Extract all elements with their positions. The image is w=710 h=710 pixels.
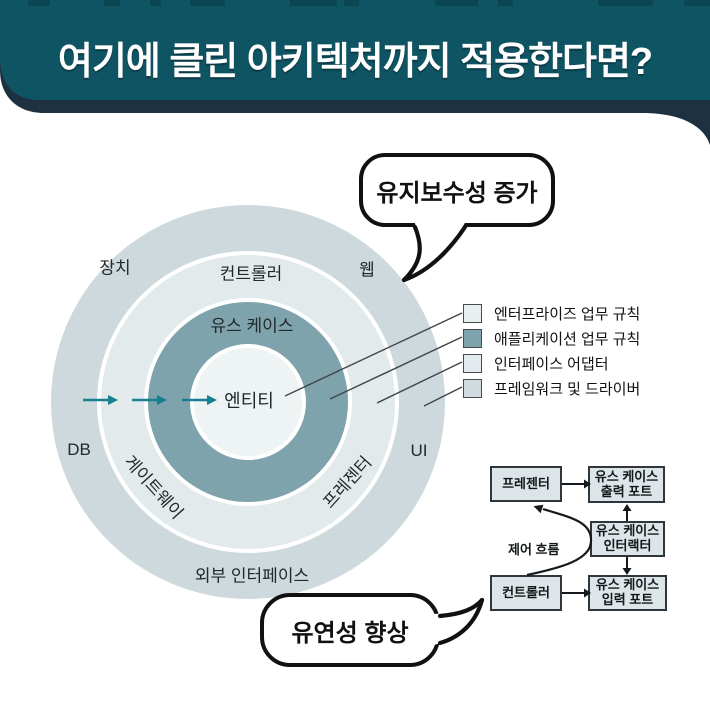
callout-text: 유지보수성 증가 bbox=[376, 179, 538, 207]
legend-label: 프레임워크 및 드라이버 bbox=[494, 381, 641, 398]
flow-box-text: 컨트롤러 bbox=[502, 584, 550, 600]
label-external-interface: 외부 인터페이스 bbox=[194, 566, 310, 586]
flow-box-text: 유스 케이스 bbox=[594, 468, 659, 484]
header-top-artifact bbox=[598, 0, 653, 6]
control-flow-label: 제어 흐름 bbox=[508, 542, 560, 557]
legend-item-enterprise-rules: 엔터프라이즈 업무 규칙 bbox=[463, 303, 640, 324]
legend-swatch-enterprise bbox=[463, 304, 482, 323]
callout-maintainability: 유지보수성 증가 bbox=[359, 153, 555, 227]
flow-box-text: 입력 포트 bbox=[601, 592, 654, 607]
legend-label: 엔터프라이즈 업무 규칙 bbox=[494, 306, 641, 323]
header-top-artifact bbox=[684, 0, 710, 6]
header-top-artifact bbox=[28, 0, 50, 6]
page-title: 여기에 클린 아키텍처까지 적용한다면? bbox=[57, 41, 653, 83]
flow-box-text: 출력 포트 bbox=[600, 483, 653, 499]
label-web: 웹 bbox=[359, 260, 375, 280]
legend-item-application-rules: 애플리케이션 업무 규칙 bbox=[463, 328, 640, 349]
callout-flexibility: 유연성 향상 bbox=[260, 593, 440, 667]
header-top-artifact bbox=[344, 0, 359, 6]
label-device: 장치 bbox=[99, 258, 131, 278]
legend-swatch-application bbox=[463, 329, 482, 348]
header-top-artifact bbox=[498, 0, 513, 6]
header-top-artifact bbox=[104, 0, 120, 6]
flow-box-controller: 컨트롤러 bbox=[490, 575, 562, 611]
header-top-artifact bbox=[190, 0, 225, 6]
legend-item-frameworks-drivers: 프레임워크 및 드라이버 bbox=[463, 378, 640, 399]
label-use-case-ring: 유스 케이스 bbox=[210, 316, 294, 336]
legend-item-interface-adapters: 인터페이스 어댑터 bbox=[463, 353, 609, 374]
flow-box-text: 유스 케이스 bbox=[595, 523, 660, 539]
flow-box-text: 유스 케이스 bbox=[595, 577, 660, 593]
header-top-artifact bbox=[150, 0, 161, 6]
flow-box-input-port: 유스 케이스 입력 포트 bbox=[588, 575, 667, 611]
header-top-artifact bbox=[290, 0, 337, 6]
label-entity: 엔티티 bbox=[224, 391, 274, 411]
legend-swatch-frameworks bbox=[463, 379, 482, 398]
legend-label: 애플리케이션 업무 규칙 bbox=[494, 331, 641, 348]
flow-box-output-port: 유스 케이스 출력 포트 bbox=[588, 466, 665, 503]
flow-box-presenter: 프레젠터 bbox=[490, 466, 562, 502]
label-controller-ring: 컨트롤러 bbox=[219, 264, 283, 284]
header-banner: 여기에 클린 아키텍처까지 적용한다면? bbox=[0, 0, 710, 150]
header-top-artifact bbox=[435, 0, 478, 6]
control-flow-arrowhead-icon bbox=[533, 504, 544, 514]
legend-swatch-adapters bbox=[463, 354, 482, 373]
legend-label: 인터페이스 어댑터 bbox=[494, 356, 609, 373]
flow-box-text: 프레젠터 bbox=[502, 475, 550, 491]
flexibility-bubble-tail-icon bbox=[434, 597, 485, 646]
callout-text: 유연성 향상 bbox=[291, 619, 409, 647]
flow-box-text: 인터랙터 bbox=[603, 538, 652, 553]
label-db: DB bbox=[67, 440, 91, 459]
flow-box-interactor: 유스 케이스 인터랙터 bbox=[590, 521, 665, 557]
maintainability-bubble-tail-icon bbox=[401, 221, 468, 283]
header-banner-shape bbox=[0, 0, 710, 145]
label-ui: UI bbox=[410, 441, 428, 460]
